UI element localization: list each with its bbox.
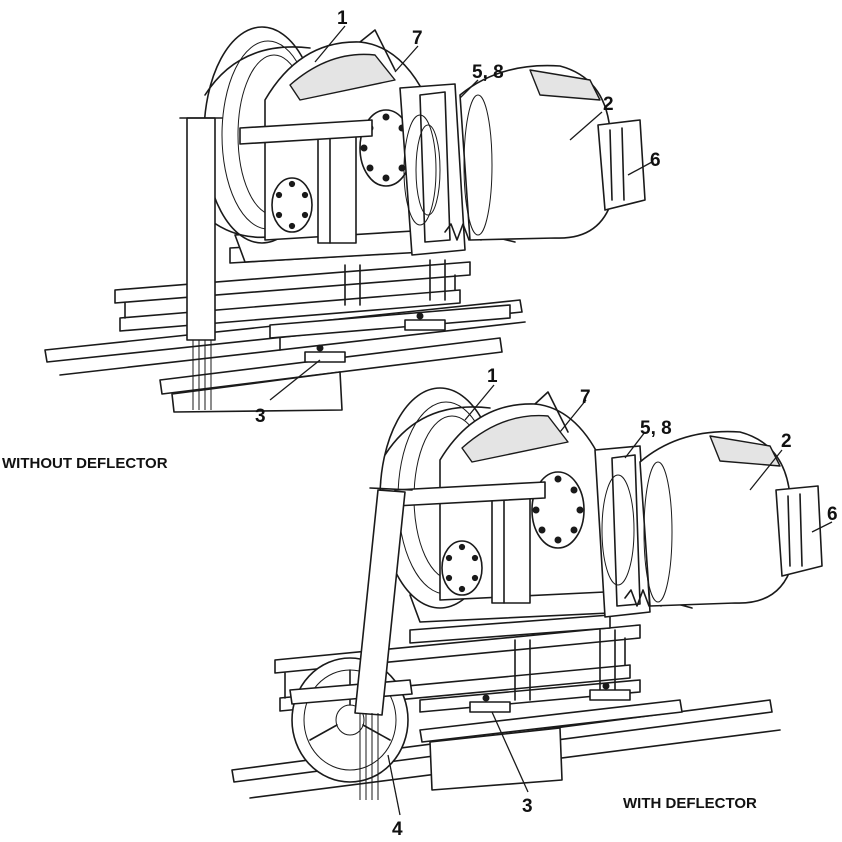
bearing-plate-lower-lower [441, 540, 483, 596]
callout-2-bottom: 2 [781, 431, 792, 452]
drive-motor-lower [639, 430, 793, 607]
callout-5-8-bottom: 5, 8 [640, 418, 672, 439]
sheave-shaft [239, 119, 373, 145]
deflector-sheave [289, 657, 413, 783]
hoist-ropes-lower [354, 487, 413, 800]
callouts-without-deflector: 1 7 5, 8 2 6 3 [255, 8, 661, 427]
callout-2-top: 2 [603, 94, 614, 115]
callout-5-8-top: 5, 8 [472, 62, 504, 83]
callout-6-bottom: 6 [827, 504, 838, 525]
machine-with-deflector [231, 387, 823, 800]
motor-end-cap [597, 119, 646, 211]
hoist-ropes [179, 117, 223, 410]
isolation-mount [304, 312, 446, 363]
bearing-plate-lower [271, 177, 313, 233]
motor-end-cap-lower [775, 485, 823, 577]
caption-without-deflector: WITHOUT DEFLECTOR [2, 455, 168, 472]
drive-motor [459, 64, 613, 241]
callout-4-bottom: 4 [392, 819, 403, 840]
callout-7-bottom: 7 [580, 387, 591, 408]
callout-6-top: 6 [650, 150, 661, 171]
gear-housing-lower [439, 391, 606, 604]
callout-3-top: 3 [255, 406, 266, 427]
callout-3-bottom: 3 [522, 796, 533, 817]
callouts-with-deflector: 1 7 5, 8 2 6 3 4 [387, 366, 838, 840]
brake-assembly [399, 83, 466, 256]
caption-with-deflector: WITH DEFLECTOR [623, 795, 757, 812]
machine-without-deflector [44, 26, 646, 413]
callout-1-top: 1 [337, 8, 348, 29]
callout-7-top: 7 [412, 28, 423, 49]
isolation-mount-lower [469, 682, 631, 713]
callout-1-bottom: 1 [487, 366, 498, 387]
